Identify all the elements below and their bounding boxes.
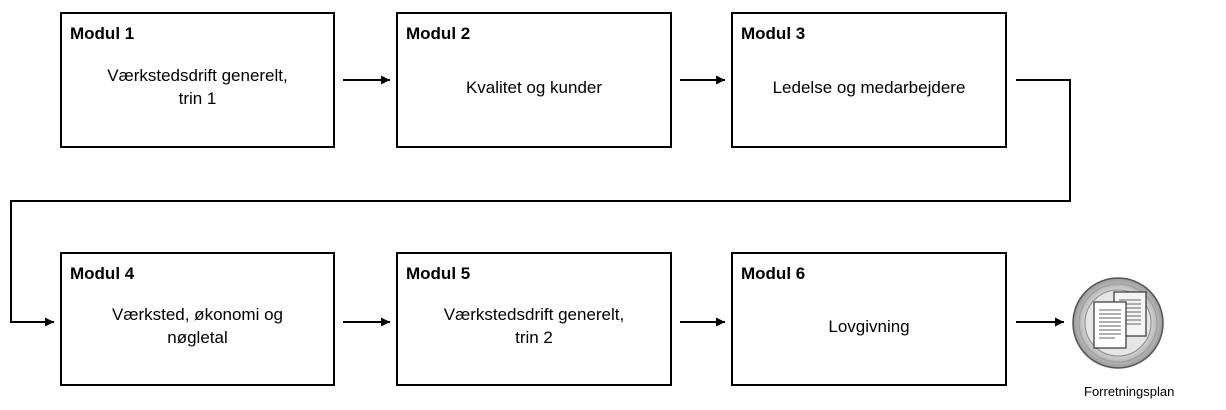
- module-4-box: Modul 4 Værksted, økonomi og nøgletal: [60, 252, 335, 386]
- module-4-text: Værksted, økonomi og nøgletal: [111, 305, 283, 347]
- module-6-box: Modul 6 Lovgivning: [731, 252, 1007, 386]
- module-1-text: Værkstedsdrift generelt, trin 1: [107, 66, 288, 108]
- module-5-text: Værkstedsdrift generelt, trin 2: [443, 305, 625, 347]
- module-6-text: Lovgivning: [828, 316, 910, 336]
- business-plan-label: Forretningsplan: [1084, 384, 1175, 399]
- module-1-box: Modul 1 Værkstedsdrift generelt, trin 1: [60, 12, 335, 148]
- module-6-title: Modul 6: [741, 264, 806, 283]
- module-2-title: Modul 2: [406, 24, 471, 43]
- module-2-text: Kvalitet og kunder: [465, 77, 603, 97]
- module-3-text: Ledelse og medarbejdere: [772, 77, 966, 97]
- arrow-module3-to-module4: [10, 79, 1071, 327]
- module-2-box: Modul 2 Kvalitet og kunder: [396, 12, 672, 148]
- module-3-box: Modul 3 Ledelse og medarbejdere: [731, 12, 1007, 148]
- module-3-title: Modul 3: [741, 24, 806, 43]
- module-1-title: Modul 1: [70, 24, 135, 43]
- business-plan-document-icon: [1072, 277, 1164, 369]
- module-5-title: Modul 5: [406, 264, 471, 283]
- module-5-box: Modul 5 Værkstedsdrift generelt, trin 2: [396, 252, 672, 386]
- module-4-title: Modul 4: [70, 264, 135, 283]
